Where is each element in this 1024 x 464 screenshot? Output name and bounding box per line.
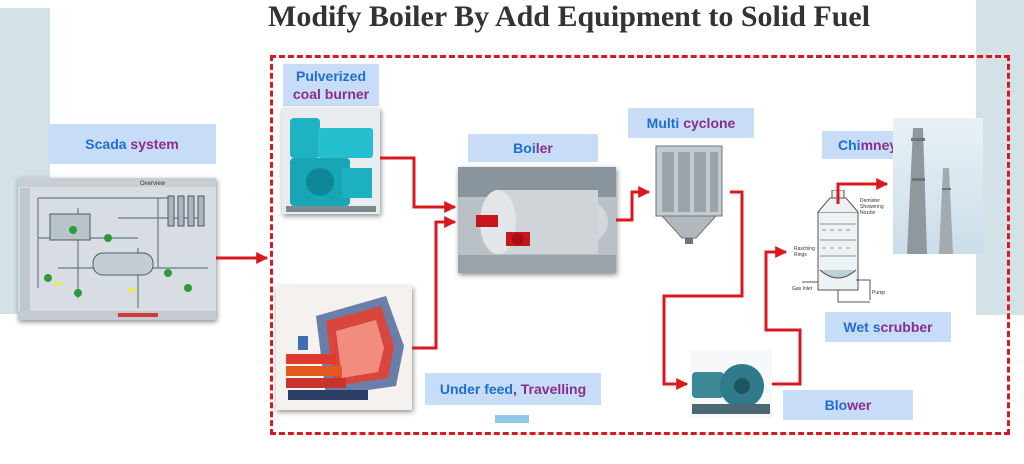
page-title: Modify Boiler By Add Equipment to Solid … [268, 0, 871, 33]
multi-cyclone-label-text: Multi cyclone [646, 115, 736, 131]
scada-screen-image: Overview [18, 178, 216, 320]
arrow-boiler-to-cyclone [616, 186, 651, 222]
arrow-blower-to-scrubber [764, 246, 802, 386]
scrubber-rings-text: Rings [794, 252, 807, 258]
arrow-burner-to-boiler [380, 156, 457, 213]
under-feed-accent-bar [495, 415, 529, 423]
chimney-label-text: Chimney [838, 137, 898, 153]
label-blower: Blower [783, 390, 913, 420]
scrubber-demister-text: Demister [860, 198, 880, 204]
blower-label-text: Blower [824, 397, 872, 413]
label-multi-cyclone: Multi cyclone [628, 108, 754, 138]
chimney-image [893, 118, 983, 254]
label-boiler: Boiler [468, 134, 598, 162]
scrubber-graphic: Demister Showering Nozzle Rasching Rings… [792, 190, 885, 303]
under-feed-grate-image [276, 286, 412, 410]
scrubber-nozzle-text: Nozzle [860, 210, 876, 216]
boiler-label-text: Boiler [513, 140, 553, 156]
scada-screen-graphic: Overview [18, 178, 216, 320]
label-under-feed-travelling: Under feed, Travelling [425, 373, 601, 405]
pulverized-coal-burner-image [282, 108, 380, 214]
chimney-graphic [893, 118, 983, 254]
arrow-scrubber-to-chimney [836, 178, 889, 204]
arrow-grate-to-boiler [412, 216, 457, 350]
boiler-image [458, 167, 616, 273]
blower-graphic [690, 350, 772, 418]
multi-cyclone-image [652, 142, 730, 246]
cyclone-graphic [655, 145, 723, 244]
scrubber-pump-text: Pump [872, 290, 885, 296]
modification-boundary [270, 55, 1010, 435]
scrubber-rasching-text: Rasching [794, 246, 815, 252]
label-scada-system: Scada system [48, 124, 216, 164]
wet-scrubber-label-text: Wet scrubber [843, 319, 933, 335]
label-pulverized-coal-burner: Pulverized coal burner [283, 64, 379, 106]
scrubber-gas-inlet-text: Gas Inlet [792, 286, 813, 292]
grate-graphic [276, 286, 412, 410]
scrubber-showering-text: Showering [860, 204, 884, 210]
under-feed-label-text: Under feed, Travelling [439, 381, 587, 397]
pulverized-label-text: Pulverized coal burner [292, 68, 370, 102]
blower-image [690, 350, 772, 418]
wet-scrubber-diagram: Demister Showering Nozzle Rasching Rings… [790, 190, 900, 308]
boiler-graphic [458, 167, 616, 273]
right-background-band [976, 0, 1024, 315]
scada-header-text: Overview [140, 181, 166, 187]
arrow-cyclone-to-blower [662, 190, 744, 390]
burner-graphic [282, 108, 380, 214]
scada-label-text: Scada system [85, 136, 179, 152]
label-wet-scrubber: Wet scrubber [825, 312, 951, 342]
